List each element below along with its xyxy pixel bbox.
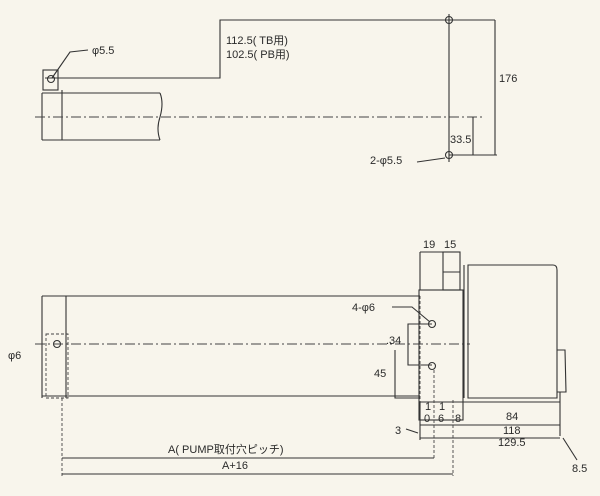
dim-16-b: 6 — [438, 413, 444, 425]
pitch-label: A( PUMP取付穴ピッチ) — [168, 442, 284, 456]
motor-terminal — [557, 349, 567, 393]
dim-8-5: 8.5 — [572, 463, 587, 475]
dim-45-line — [394, 350, 420, 399]
pump-hole-lower — [427, 361, 437, 371]
pipe-break-line — [157, 92, 163, 141]
leader-line — [562, 437, 578, 461]
left-hole-label: φ6 — [8, 350, 21, 362]
dim-10-b: 0 — [424, 413, 430, 425]
dim-15: 15 — [444, 239, 456, 251]
height-label: 176 — [499, 73, 517, 85]
dim-8: 8 — [455, 413, 461, 425]
dim-118: 118 — [503, 425, 521, 437]
dim-16-a: 1 — [439, 401, 445, 413]
center-offset-label: 33.5 — [450, 134, 471, 146]
leader-line — [51, 49, 89, 79]
dim-10-a: 1 — [425, 401, 431, 413]
bracket-outline — [45, 19, 495, 79]
holes-label: 4-φ6 — [352, 302, 375, 314]
left-bracket — [42, 69, 59, 91]
leader-line — [392, 306, 431, 323]
dim-84: 84 — [506, 411, 518, 423]
dim-34-line — [407, 323, 432, 366]
dim-3: 3 — [395, 425, 401, 437]
hidden-bracket — [45, 333, 69, 399]
total-label: A+16 — [222, 460, 248, 472]
dim-19: 19 — [423, 239, 435, 251]
dim-45: 45 — [374, 368, 386, 380]
leader-line — [416, 157, 446, 163]
hole-left-label: φ5.5 — [92, 45, 114, 57]
pump-port — [442, 251, 461, 291]
upper-mount-hole — [444, 15, 454, 25]
side-view: φ6 19 15 4-φ6 .34 45 1 0 1 6 8 84 — [8, 239, 587, 476]
pump-flange — [418, 289, 464, 421]
motor-body — [467, 264, 558, 399]
offset-tb-label: 112.5( TB用) — [226, 35, 288, 47]
dim-129-5: 129.5 — [498, 437, 526, 449]
offset-pb-label: 102.5( PB用) — [226, 49, 290, 61]
left-mount-hole — [46, 74, 56, 84]
dim-34: .34 — [386, 335, 401, 347]
top-view: φ5.5 176 33.5 2-φ5.5 112.5( TB用) 102.5( … — [35, 14, 517, 167]
leader-line — [405, 428, 419, 434]
holes-label: 2-φ5.5 — [370, 155, 402, 167]
